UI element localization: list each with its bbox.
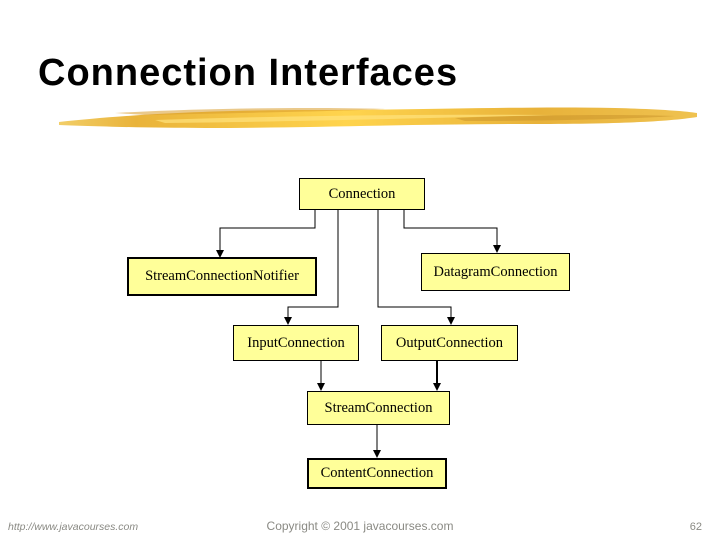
node-input-connection: InputConnection — [233, 325, 359, 361]
title-underline-brush-graphic — [59, 107, 697, 128]
footer-url: http://www.javacourses.com — [8, 521, 139, 533]
node-content-connection: ContentConnection — [307, 458, 447, 489]
node-stream-connection-notifier: StreamConnectionNotifier — [127, 257, 317, 296]
node-connection: Connection — [299, 178, 425, 210]
node-stream-connection: StreamConnection — [307, 391, 450, 425]
slide-title: Connection Interfaces — [38, 52, 459, 94]
footer-copyright: Copyright © 2001 javacourses.com — [266, 519, 454, 533]
node-output-connection: OutputConnection — [381, 325, 518, 361]
node-datagram-connection: DatagramConnection — [421, 253, 570, 291]
footer-page-number: 62 — [689, 521, 702, 533]
